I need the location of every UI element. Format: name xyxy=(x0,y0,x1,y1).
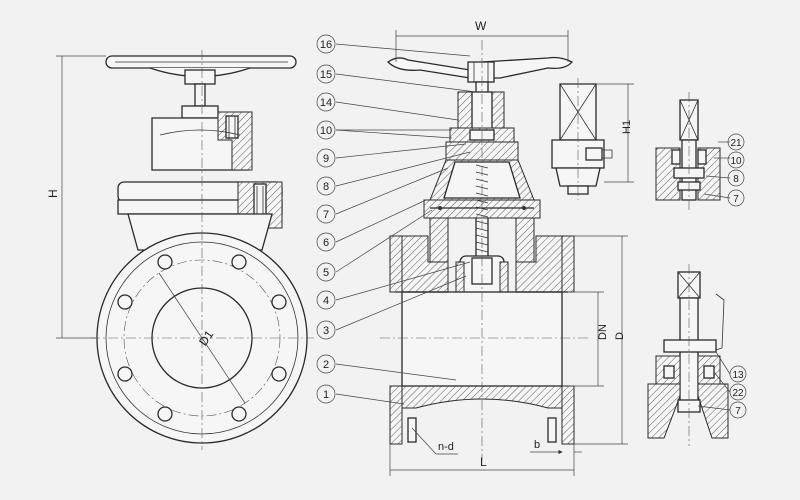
callouts-detail-bottom: 13 22 7 xyxy=(729,365,747,419)
svg-text:8: 8 xyxy=(323,181,329,193)
seal-detail-bottom xyxy=(647,264,731,446)
callout-3: 3 xyxy=(316,320,336,340)
svg-text:1: 1 xyxy=(323,389,329,401)
callout-9: 9 xyxy=(316,148,336,168)
callout-15: 15 xyxy=(316,64,336,84)
svg-text:16: 16 xyxy=(320,39,332,51)
callout-10: 10 xyxy=(316,120,336,140)
side-view: D1 H xyxy=(46,50,314,450)
dimension-h: H xyxy=(46,189,60,198)
callout-7: 7 xyxy=(316,204,336,224)
callout-8-detail: 8 xyxy=(727,169,745,187)
svg-text:3: 3 xyxy=(323,325,329,337)
svg-text:2: 2 xyxy=(323,359,329,371)
svg-text:8: 8 xyxy=(733,174,739,185)
callouts-detail-top: 21 10 8 7 xyxy=(727,133,745,207)
callouts-main: 16 15 14 10 9 8 7 6 5 4 3 2 1 xyxy=(316,34,336,404)
callout-10-detail: 10 xyxy=(727,151,745,169)
callout-21: 21 xyxy=(727,133,745,151)
svg-text:7: 7 xyxy=(733,194,739,205)
callout-leaders xyxy=(335,43,477,405)
callout-14: 14 xyxy=(316,92,336,112)
svg-text:4: 4 xyxy=(323,295,329,307)
dimension-n-d: n-d xyxy=(438,441,454,453)
callout-16: 16 xyxy=(316,34,336,54)
dimension-w: W xyxy=(475,19,487,33)
svg-text:7: 7 xyxy=(735,406,741,417)
svg-text:6: 6 xyxy=(323,237,329,249)
svg-text:22: 22 xyxy=(732,388,744,399)
svg-text:15: 15 xyxy=(320,69,332,81)
callout-22: 22 xyxy=(729,383,747,401)
dimension-h1: H1 xyxy=(621,120,633,134)
svg-text:21: 21 xyxy=(730,138,742,149)
callout-8: 8 xyxy=(316,176,336,196)
callout-5: 5 xyxy=(316,262,336,282)
dimension-d: D xyxy=(614,332,626,340)
callout-7-detail-bottom: 7 xyxy=(729,401,747,419)
svg-text:10: 10 xyxy=(320,125,332,137)
callout-13: 13 xyxy=(729,365,747,383)
seal-detail-top xyxy=(655,92,731,210)
callout-2: 2 xyxy=(316,354,336,374)
callout-6: 6 xyxy=(316,232,336,252)
svg-text:9: 9 xyxy=(323,153,329,165)
callout-1: 1 xyxy=(316,384,336,404)
svg-text:14: 14 xyxy=(320,97,332,109)
dimension-dn: DN xyxy=(597,324,609,340)
dimension-b: b xyxy=(534,439,540,451)
svg-text:13: 13 xyxy=(732,370,744,381)
dimension-l: L xyxy=(480,455,487,469)
section-view: W xyxy=(380,19,628,476)
stem-detail: H1 xyxy=(551,78,634,200)
callout-4: 4 xyxy=(316,290,336,310)
svg-text:10: 10 xyxy=(730,156,742,167)
callout-7-detail: 7 xyxy=(727,189,745,207)
svg-text:5: 5 xyxy=(323,267,329,279)
svg-text:7: 7 xyxy=(323,209,329,221)
